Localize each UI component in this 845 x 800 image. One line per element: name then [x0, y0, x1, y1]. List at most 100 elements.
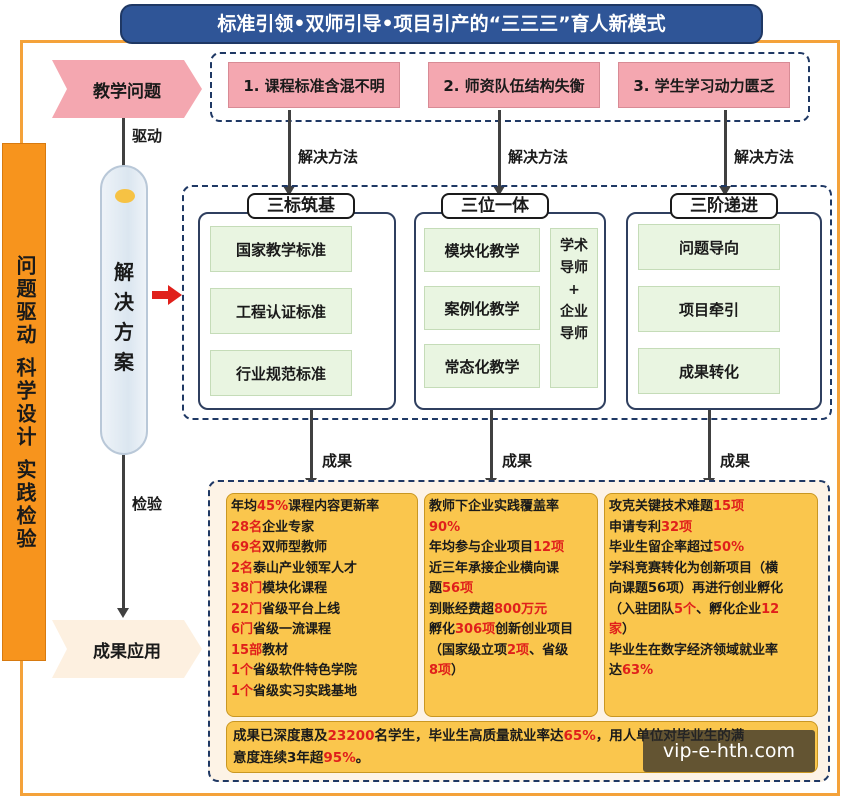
arrow-down-icon: [719, 186, 731, 196]
result-text: 毕业生在数字经济领域就业率: [609, 642, 779, 658]
result-text: ）: [622, 622, 636, 637]
group1-item-1: 国家教学标准: [210, 226, 352, 272]
result-text: 攻克关键技术难题: [609, 499, 714, 514]
result-highlight: 15部: [231, 642, 263, 658]
group1-item-2: 工程认证标准: [210, 288, 352, 334]
mentor-line-1: 学术: [560, 238, 588, 254]
problem-box-1: 1. 课程标准含混不明: [228, 62, 400, 108]
result-label-2: 成果: [502, 452, 533, 470]
result-text: 、省级: [529, 642, 569, 658]
check-label: 检验: [132, 495, 163, 513]
result-text: 省级一流课程: [253, 622, 332, 637]
result-connector-3: [708, 410, 711, 480]
result-line: 家）: [609, 620, 813, 641]
group2-item-1: 模块化教学: [424, 228, 540, 272]
result-text: 省级实习实践基地: [253, 683, 358, 699]
result-text: 创新创业项目: [495, 622, 574, 637]
result-connector-2: [490, 410, 493, 480]
solution-char: 案: [114, 350, 134, 374]
result-highlight: 12项: [533, 540, 565, 555]
result-text: 模块化课程: [262, 581, 328, 596]
mentor-line-5: 导师: [560, 326, 588, 342]
problems-container: [210, 52, 810, 122]
result-highlight: 45%: [257, 499, 289, 514]
result-label-1: 成果: [322, 452, 353, 470]
summary-text: 成果已深度惠及: [233, 728, 328, 744]
flow-connector-1: [122, 118, 125, 166]
result-highlight: 15项: [713, 499, 745, 514]
result-line: 达63%: [609, 661, 813, 682]
result-highlight: 306项: [455, 622, 496, 637]
result-text: 达: [609, 663, 623, 678]
result-text: 学科竞赛转化为创新项目（横: [609, 560, 779, 576]
result-text: 省级软件特色学院: [253, 663, 358, 678]
result-highlight: 12: [761, 601, 780, 617]
result-text: （入驻团队: [609, 601, 675, 617]
result-line: 近三年承接企业横向课: [429, 559, 593, 580]
result-text: 向课题56项）再进行创业孵化: [609, 581, 784, 596]
group2-item-2: 案例化教学: [424, 286, 540, 330]
result-line: 年均45%课程内容更新率: [231, 497, 413, 518]
result-line: （国家级立项2项、省级: [429, 641, 593, 662]
result-line: 6门省级一流课程: [231, 620, 413, 641]
result-highlight: 28名: [231, 519, 263, 535]
method-connector-3: [724, 110, 727, 188]
result-line: 申请专利32项: [609, 518, 813, 539]
result-line: 38门模块化课程: [231, 579, 413, 600]
result-line: 毕业生留企率超过50%: [609, 538, 813, 559]
result-line: 69名双师型教师: [231, 538, 413, 559]
result-highlight: 1个: [231, 683, 254, 699]
group3-item-1: 问题导向: [638, 224, 780, 270]
result-text: 省级平台上线: [262, 601, 341, 617]
result-text: 到账经费超: [429, 601, 495, 617]
drive-label: 驱动: [132, 127, 163, 145]
arrow-down-icon: [283, 186, 295, 196]
result-text: 孵化: [429, 622, 456, 637]
flow-connector-2: [122, 455, 125, 610]
result-text: 年均: [231, 499, 258, 514]
problem-box-2: 2. 师资队伍结构失衡: [428, 62, 600, 108]
result-highlight: 5个: [674, 601, 697, 617]
result-line: 题56项: [429, 579, 593, 600]
teaching-problem-label: 教学问题: [93, 81, 161, 102]
group3-item-2: 项目牵引: [638, 286, 780, 332]
method-label-3: 解决方法: [734, 148, 795, 166]
mentor-line-3: +: [568, 282, 580, 298]
result-highlight: 1个: [231, 663, 254, 678]
group-title-1: 三标筑基: [247, 193, 355, 219]
apply-label: 成果应用: [93, 641, 161, 662]
result-text: 题: [429, 581, 443, 596]
result-highlight: 8项: [429, 663, 452, 678]
result-text: ）: [451, 663, 465, 678]
red-arrow-icon: [152, 285, 182, 305]
result-line: 毕业生在数字经济领域就业率: [609, 641, 813, 662]
result-line: 年均参与企业项目12项: [429, 538, 593, 559]
result-highlight: 38门: [231, 581, 263, 596]
result-text: 企业专家: [262, 519, 315, 535]
side-bar: 问题驱动 科学设计 实践检验: [2, 143, 46, 661]
result-line: 1个省级实习实践基地: [231, 682, 413, 703]
result-connector-1: [310, 410, 313, 480]
summary-highlight: 23200: [327, 728, 375, 744]
method-label-1: 解决方法: [298, 148, 359, 166]
result-text: （国家级立项: [429, 642, 508, 658]
result-label-3: 成果: [720, 452, 751, 470]
result-highlight: 50%: [713, 540, 745, 555]
result-line: 攻克关键技术难题15项: [609, 497, 813, 518]
result-text: 课程内容更新率: [288, 499, 380, 514]
group2-item-3: 常态化教学: [424, 344, 540, 388]
result-text: 年均参与企业项目: [429, 540, 534, 555]
method-label-2: 解决方法: [508, 148, 569, 166]
result-highlight: 90%: [429, 519, 461, 535]
results-column-3: 攻克关键技术难题15项申请专利32项毕业生留企率超过50%学科竞赛转化为创新项目…: [604, 493, 818, 717]
result-text: 申请专利: [609, 519, 662, 535]
result-line: 学科竞赛转化为创新项目（横: [609, 559, 813, 580]
result-line: 2名泰山产业领军人才: [231, 559, 413, 580]
result-highlight: 32项: [661, 519, 693, 535]
result-highlight: 22门: [231, 601, 263, 617]
group1-item-3: 行业规范标准: [210, 350, 352, 396]
result-line: 8项）: [429, 661, 593, 682]
summary-highlight: 65%: [563, 728, 596, 744]
pill-dot: [115, 189, 135, 203]
